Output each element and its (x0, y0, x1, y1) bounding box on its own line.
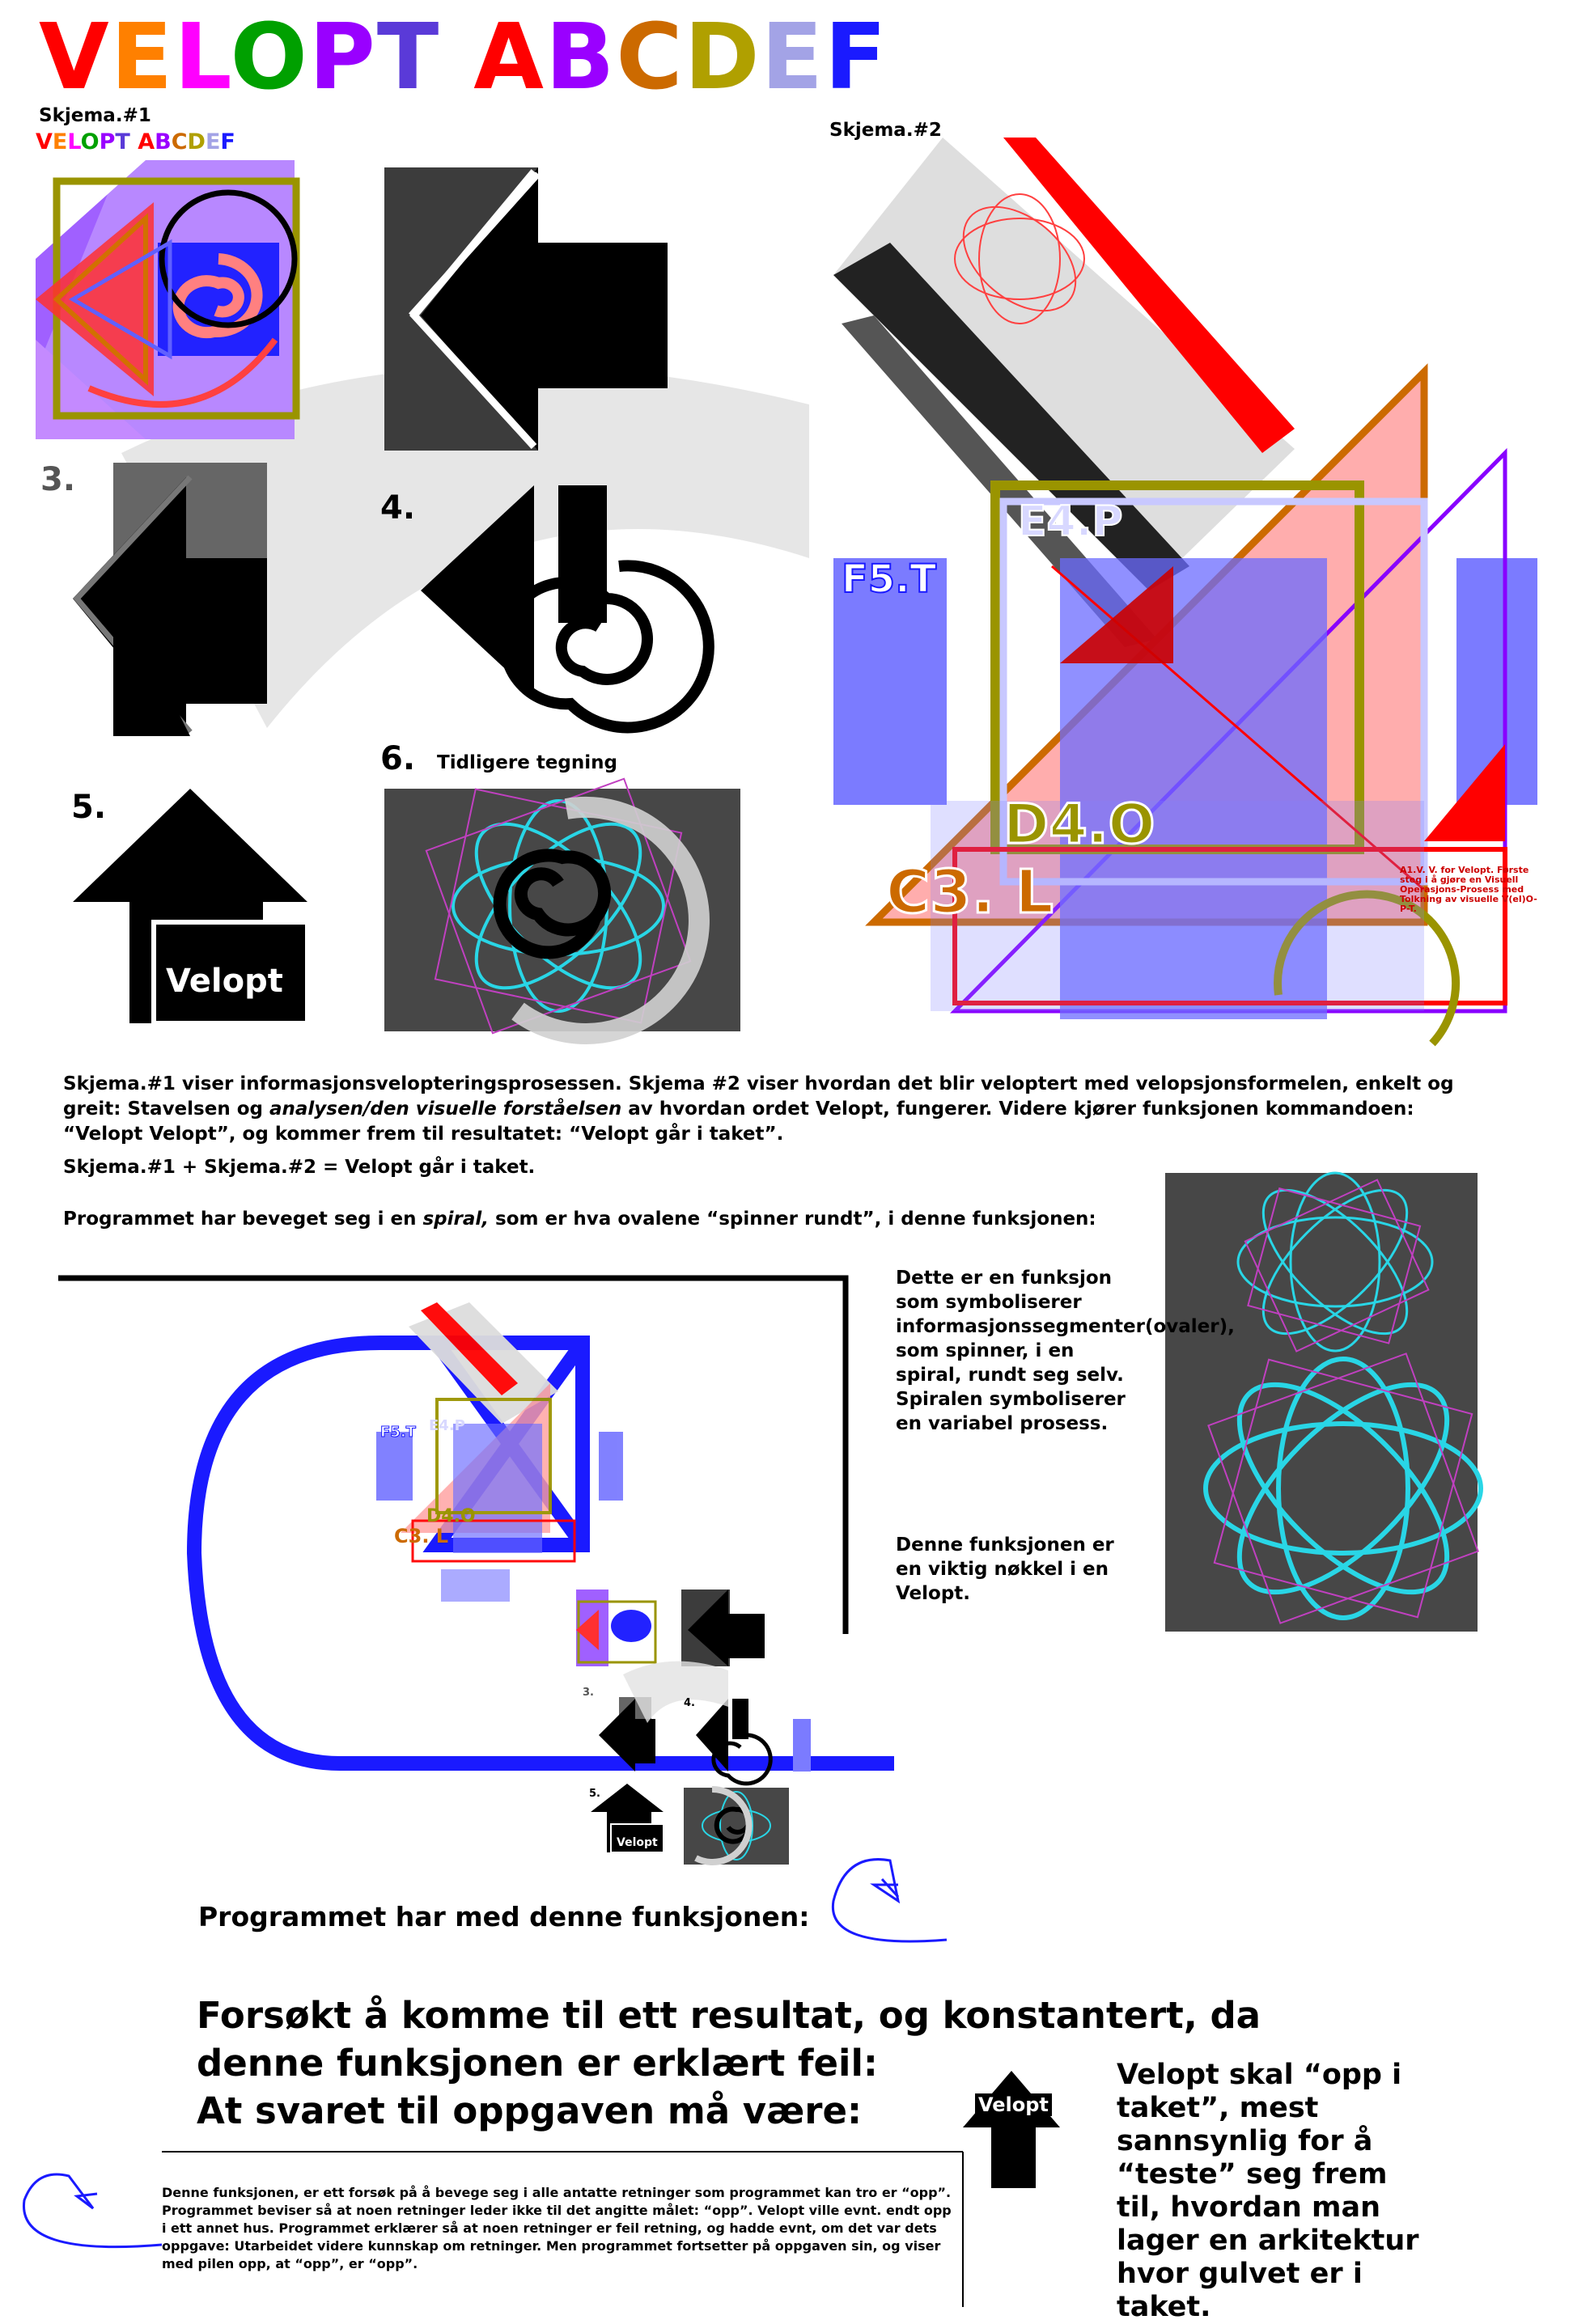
schema2-tag-e4: E4.P (1017, 497, 1124, 547)
schema2-tag-f5: F5.T (841, 556, 937, 603)
grey-sweep-shape (121, 366, 809, 728)
schema2-label: Skjema.#2 (829, 120, 942, 141)
result-line-2: denne funksjonen er erklært feil: (197, 2042, 878, 2085)
figure2-arrow (384, 167, 668, 451)
title-letter: E (110, 5, 175, 110)
mini-number-4: 4. (684, 1697, 695, 1709)
schema2-tag-c3: C3. L (885, 857, 1055, 929)
subtitle-letter: B (155, 129, 172, 155)
title-letter: V (39, 5, 111, 110)
subtitle-letter: T (115, 129, 130, 155)
subtitle-letter: P (99, 129, 116, 155)
figure4-arrow (421, 485, 714, 734)
title-letter: C (616, 5, 685, 110)
mini-tag-e4: E4.P (429, 1417, 465, 1434)
title-letter: A (473, 5, 545, 110)
figure5-number: 5. (71, 789, 107, 826)
page-title: VELOPT ABCDEF (39, 5, 888, 110)
schema1-subtitle: VELOPT ABCDEF (36, 129, 235, 155)
process-path-diagram (58, 1275, 894, 1865)
title-letter: D (684, 5, 761, 110)
curl-icon-2 (22, 2173, 163, 2249)
sidebar-paragraph-2: Denne funksjonen er en viktig nøkkel i e… (896, 1535, 1114, 1604)
velopt-up-arrow (963, 2071, 1060, 2188)
title-letter: P (308, 5, 377, 110)
subtitle-letter: C (171, 129, 188, 155)
schema1-composite (36, 160, 300, 439)
schema2-tag-d4: D4.O (1002, 792, 1155, 858)
figure3-number: 3. (40, 461, 76, 498)
subtitle-letter: F (220, 129, 235, 155)
curl-icon-1 (831, 1858, 948, 1943)
figure6-number: 6. (380, 740, 416, 777)
mini-velopt-label: Velopt (617, 1836, 658, 1849)
sidebar-paragraph-1: Dette er en funksjon som symboliserer in… (896, 1268, 1235, 1434)
result-label: Programmet har med denne funksjonen: (198, 1901, 810, 1932)
figure5-arrow (73, 789, 310, 1026)
subtitle-letter: D (187, 129, 206, 155)
subtitle-letter: V (36, 129, 53, 155)
spinning-ovals-panel (1165, 1171, 1483, 1632)
figure6-panel (384, 777, 740, 1044)
title-letter: T (376, 5, 441, 110)
title-letter: L (174, 5, 231, 110)
title-letter: E (761, 5, 825, 110)
schema2-note: A1.V. V. for Velopt. Første steg i å gjø… (1400, 865, 1537, 914)
mini-tag-d4: D4.O (426, 1506, 476, 1526)
title-letter: O (230, 5, 309, 110)
subtitle-letter: A (138, 129, 155, 155)
figure5-arrow-label: Velopt (166, 963, 283, 1000)
subtitle-letter: O (80, 129, 100, 155)
result-line-3: At svaret til oppgaven må være: (197, 2089, 862, 2132)
title-letter: B (545, 5, 617, 110)
result-right-text: Velopt skal “opp i taket”, mest sannsynl… (1117, 2059, 1419, 2323)
result-arrow-label: Velopt (975, 2093, 1052, 2116)
body-paragraph-2: Skjema.#1 + Skjema.#2 = Velopt går i tak… (63, 1157, 536, 1178)
mini-tag-c3: C3. L (394, 1525, 449, 1547)
schema1-label: Skjema.#1 (39, 105, 151, 126)
subtitle-letter: L (67, 129, 81, 155)
title-letter: F (825, 5, 888, 110)
result-footnote: Denne funksjonen, er ett forsøk på å bev… (162, 2185, 952, 2271)
mini-number-5: 5. (589, 1788, 600, 1800)
result-line-1: Forsøkt å komme til ett resultat, og kon… (197, 1994, 1261, 2037)
figure4-number: 4. (380, 489, 416, 527)
mini-tag-f5: F5.T (380, 1424, 417, 1441)
subtitle-letter: E (205, 129, 221, 155)
figure6-caption: Tidligere tegning (437, 752, 617, 773)
schema2-composite (833, 138, 1537, 1047)
mini-number-3: 3. (583, 1687, 594, 1699)
body-paragraph-3: Programmet har beveget seg i en spiral, … (63, 1209, 1096, 1230)
subtitle-letter: E (52, 129, 68, 155)
body-paragraph-1: Skjema.#1 viser informasjonsvelopterings… (63, 1073, 1454, 1145)
figure3-arrow (73, 463, 267, 736)
